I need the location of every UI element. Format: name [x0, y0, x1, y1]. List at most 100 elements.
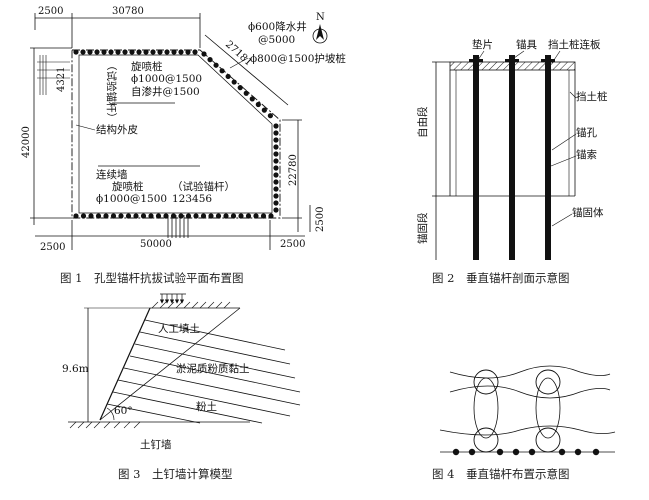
label-jet-pile-bottom-spec: ϕ1000@1500 — [96, 193, 167, 205]
pile-dot — [273, 207, 279, 213]
test-anchor-arrows — [167, 215, 189, 238]
pile-dot — [207, 57, 213, 63]
label-well-spacing: @5000 — [258, 34, 295, 46]
pile-dot — [219, 68, 225, 74]
pile-dot — [108, 49, 114, 55]
ground-hatch-top — [151, 301, 231, 309]
pile-dot — [273, 144, 279, 150]
pile-dot — [148, 213, 154, 219]
pile-dot — [253, 213, 259, 219]
pile-dot — [150, 49, 156, 55]
pile-dot — [73, 213, 79, 219]
pile-dot — [88, 213, 94, 219]
pile-dot — [73, 49, 79, 55]
label-clay: 淤泥质粉质黏土 — [176, 362, 250, 375]
pile-dot — [213, 62, 219, 68]
surcharge-arrows — [159, 293, 186, 304]
pile-dot — [255, 101, 261, 108]
figure-2-section: 自由段 锚固段 垫片 锚具 挡土桩连板 挡土桩 锚孔 锚索 锚固体 图 2 垂直… — [416, 38, 608, 285]
label-hole: 锚孔 — [576, 126, 597, 139]
pile-dot — [101, 49, 107, 55]
dim-bottom-right: 2500 — [280, 239, 305, 250]
pile-dot — [273, 151, 279, 157]
dim-right-22780: 22780 — [288, 154, 299, 186]
label-well: ϕ600降水井 — [248, 20, 307, 33]
caption-fig4: 图 4 垂直锚杆布置示意图 — [432, 467, 569, 481]
pile-dot — [163, 213, 169, 219]
pile-circle-2 — [535, 369, 561, 395]
label-height: 9.6m — [62, 363, 89, 375]
north-arrow-icon — [312, 24, 328, 44]
figure-4-layout: 图 4 垂直锚杆布置示意图 — [432, 365, 616, 481]
pile-dot — [192, 49, 198, 55]
label-retaining-pile: 挡土桩 — [576, 90, 608, 103]
pile-dot — [249, 96, 255, 102]
pile-dot — [200, 213, 207, 219]
label-cable: 锚索 — [576, 148, 597, 161]
pile-dot — [201, 51, 207, 57]
pile-dot — [237, 85, 243, 91]
anchor-1 — [473, 55, 479, 260]
label-anchor-tool: 锚具 — [516, 38, 537, 51]
pile-dot — [178, 213, 184, 219]
anchor-3 — [545, 55, 551, 260]
pile-dot — [80, 49, 86, 55]
ground-hatch-bottom — [69, 421, 141, 429]
pile-dot — [273, 158, 279, 164]
pile-dot — [118, 213, 124, 219]
pile-dot — [87, 49, 93, 55]
pile-dot — [110, 213, 117, 219]
dim-left-4321: 4321 — [56, 67, 67, 92]
label-anchor-numbers: 123456 — [172, 193, 212, 205]
pile-dot — [115, 49, 121, 55]
label-cap-plate: 挡土桩连板 — [548, 38, 601, 51]
pile-dot — [215, 213, 222, 219]
pile-dot — [260, 213, 267, 219]
label-pad: 垫片 — [472, 38, 493, 51]
pile-dot — [133, 213, 139, 219]
pile-dot — [80, 213, 87, 219]
pile-circle-4 — [535, 427, 561, 453]
figure-1-plan: 2500 30780 42000 4321 27181 22780 2500 — [21, 6, 346, 285]
anchor-2 — [509, 55, 515, 260]
label-slope-pile: ϕ800@1500护坡桩 — [250, 52, 346, 65]
label-grout: 锚固体 — [572, 206, 604, 219]
caption-fig3: 图 3 土钉墙计算模型 — [118, 467, 232, 481]
dim-top: 30780 — [112, 6, 144, 17]
dim-bottom-left: 2500 — [40, 242, 65, 253]
label-nail-wall: 土钉墙 — [140, 438, 172, 451]
pile-dot — [208, 213, 214, 219]
pile-row — [73, 49, 279, 219]
pile-dot — [273, 172, 279, 178]
dim-left-42000: 42000 — [21, 126, 32, 158]
pile-dot — [243, 90, 249, 96]
pile-dot — [94, 49, 100, 55]
pile-dot — [261, 107, 267, 113]
figure-3-model: 9.6m 60° 人工填土 淤泥质粉质黏土 — [62, 293, 301, 481]
pile-dot — [245, 213, 252, 219]
pile-dot — [273, 165, 279, 171]
pile-dot — [155, 213, 162, 219]
pile-dot — [122, 49, 128, 55]
label-structure-skin: 结构外皮 — [96, 123, 138, 136]
label-test-anchor-vertical: （试验锚杆） — [105, 60, 118, 123]
label-silt: 粉土 — [196, 400, 217, 413]
pile-dot — [143, 49, 149, 55]
pile-dot — [185, 213, 192, 219]
pile-dot — [267, 113, 273, 119]
pile-dot — [273, 123, 279, 129]
pile-dot — [103, 213, 109, 219]
pile-dot — [129, 49, 135, 55]
label-jet-pile-bottom: 旋喷桩 — [112, 180, 144, 193]
pile-dot — [164, 49, 170, 55]
pile-dot — [268, 213, 274, 219]
pile-dot — [223, 213, 229, 219]
pile-dot — [273, 137, 279, 143]
pile-dot — [230, 213, 237, 219]
caption-fig2: 图 2 垂直锚杆剖面示意图 — [432, 271, 569, 285]
pile-dot — [157, 49, 163, 55]
pile-dot — [273, 130, 279, 136]
pile-dot — [273, 193, 279, 199]
pile-dot — [193, 213, 199, 219]
